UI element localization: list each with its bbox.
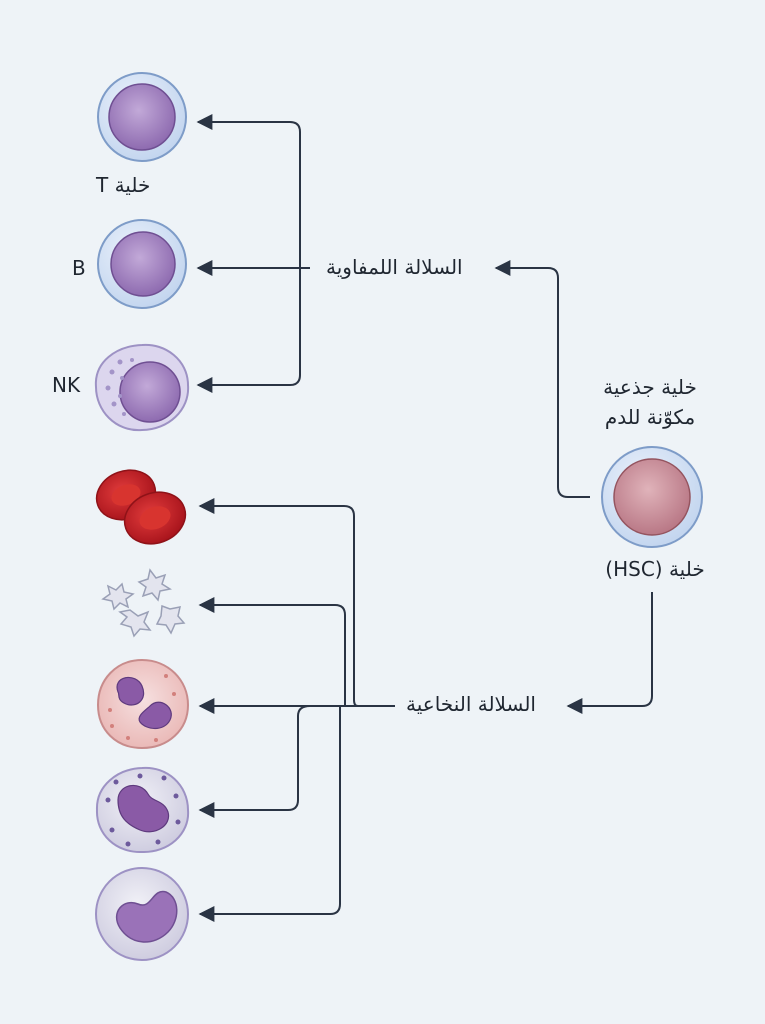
platelets-icon [101, 568, 186, 638]
basophil-icon [95, 766, 190, 854]
arrow-hsc-to-lymphoid [494, 260, 590, 498]
arrow-to-t-cell [196, 114, 301, 268]
b-cell-label: B [72, 256, 86, 280]
lymphoid-arrows [196, 114, 590, 498]
arrow-to-monocyte [198, 706, 341, 922]
t-cell-icon [97, 72, 187, 162]
hsc-abbreviation-label: خلية (HSC) [605, 557, 705, 581]
hsc-title-line-1: خلية جذعية [603, 375, 697, 399]
arrow-hsc-to-myeloid [566, 592, 653, 714]
arrow-to-nk-cell [196, 268, 301, 393]
red-blood-cells-icon [95, 469, 187, 545]
myeloid-lineage-label: السلالة النخاعية [400, 692, 542, 716]
b-cell-icon [97, 219, 187, 309]
nk-cell-icon [94, 343, 190, 432]
hsc-title: خلية جذعية مكوّنة للدم [565, 372, 735, 432]
myeloid-arrows [198, 498, 653, 922]
arrow-to-basophil [198, 705, 311, 818]
lymphoid-lineage-label: السلالة اللمفاوية [320, 255, 469, 279]
monocyte-icon [95, 867, 189, 961]
nk-cell-label: NK [52, 373, 81, 397]
t-cell-label: خلية T [96, 173, 151, 197]
eosinophil-icon [96, 658, 190, 750]
hsc-cell-icon [601, 446, 703, 548]
hsc-title-line-2: مكوّنة للدم [604, 405, 696, 429]
arrow-to-platelets [198, 597, 346, 706]
